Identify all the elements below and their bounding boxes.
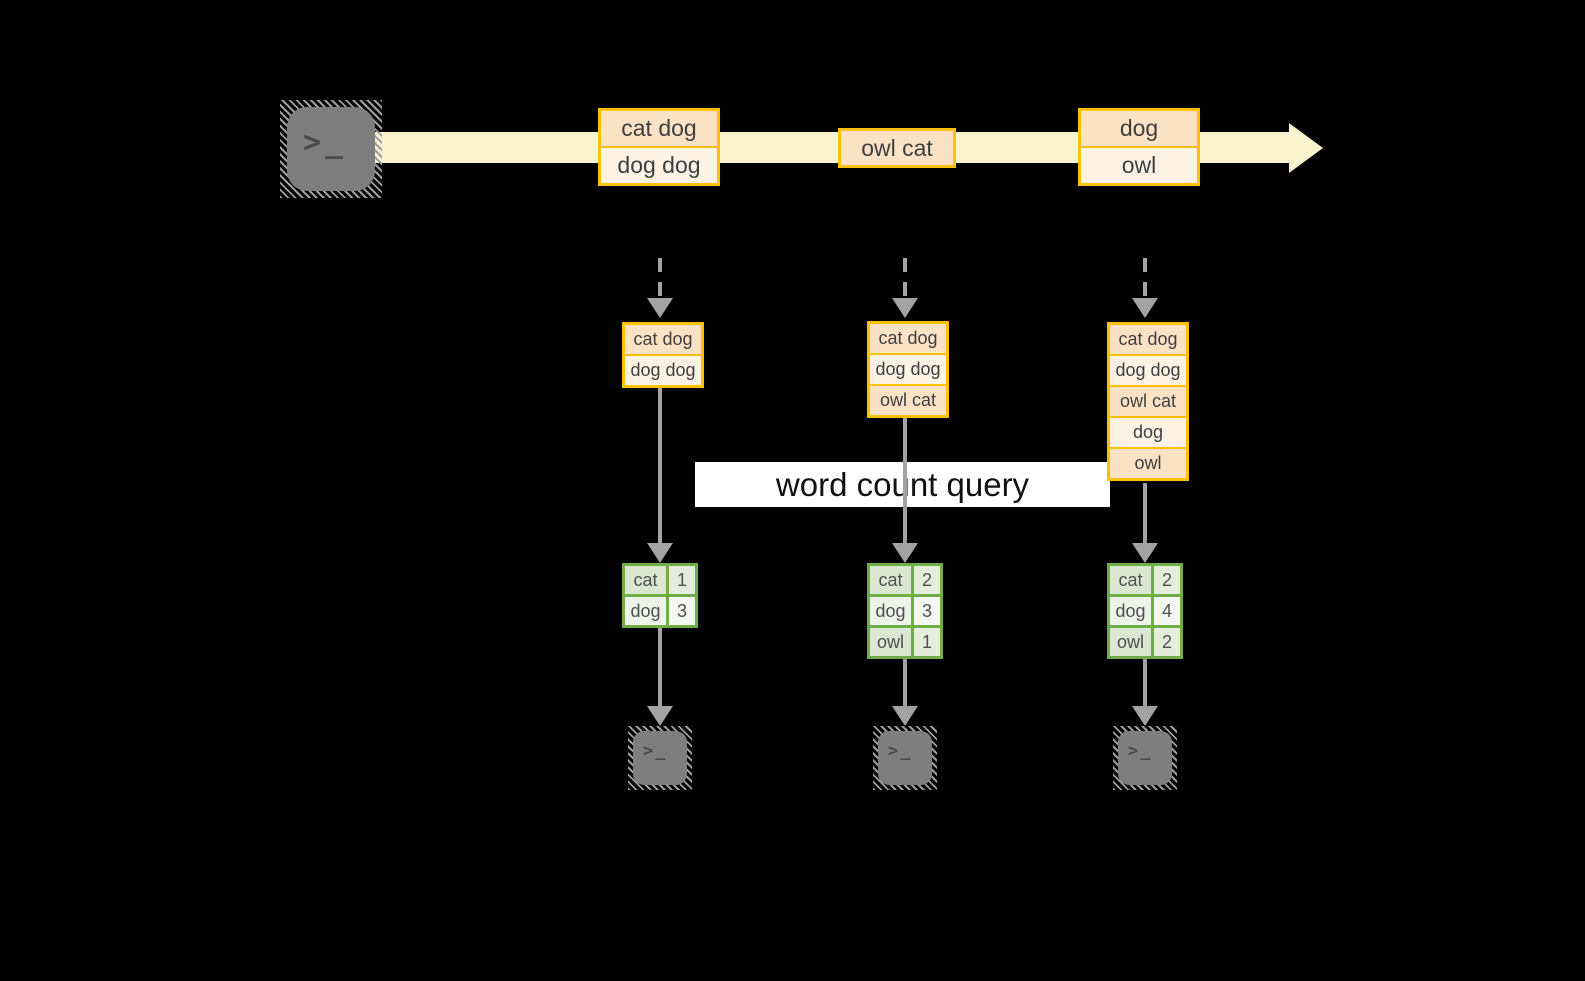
- terminal-sink-body: >_: [633, 731, 687, 785]
- count-cell: 2: [914, 566, 940, 594]
- batch-line: owl cat: [841, 131, 953, 165]
- timeline-batch-1: cat dog dog dog: [598, 108, 720, 186]
- count-cell: 1: [914, 628, 940, 656]
- query-label: word count query: [775, 465, 1030, 503]
- query-arrow-line-1: [658, 388, 662, 545]
- word-cell: cat: [1110, 566, 1151, 594]
- buffer-line: cat dog: [870, 324, 946, 353]
- word-cell: owl: [1110, 628, 1151, 656]
- terminal-sink-icon-2: >_: [873, 726, 937, 790]
- word-cell: cat: [870, 566, 911, 594]
- terminal-sink-body: >_: [1118, 731, 1172, 785]
- input-buffer-3: cat dog dog dog owl cat dog owl: [1107, 322, 1189, 481]
- timeline-batch-2: owl cat: [838, 128, 956, 168]
- output-arrowhead-icon-1: [647, 706, 673, 726]
- terminal-sink-icon-1: >_: [628, 726, 692, 790]
- wordcount-table-3: cat 2 dog 4 owl 2: [1107, 563, 1183, 659]
- terminal-prompt-glyph: >_: [888, 741, 913, 761]
- timeline-batch-3: dog owl: [1078, 108, 1200, 186]
- input-buffer-1: cat dog dog dog: [622, 322, 704, 388]
- query-label-band: word count query: [695, 462, 1110, 507]
- batch-line: cat dog: [601, 111, 717, 146]
- ingest-arrow-line-2: [903, 258, 907, 300]
- buffer-line: owl: [1110, 449, 1186, 478]
- buffer-line: dog dog: [870, 355, 946, 384]
- batch-line: dog: [1081, 111, 1197, 146]
- buffer-line: cat dog: [1110, 325, 1186, 354]
- input-buffer-2: cat dog dog dog owl cat: [867, 321, 949, 418]
- terminal-sink-icon-3: >_: [1113, 726, 1177, 790]
- terminal-prompt-glyph: >_: [643, 741, 668, 761]
- output-arrowhead-icon-3: [1132, 706, 1158, 726]
- output-arrow-line-2: [903, 659, 907, 708]
- output-arrow-line-1: [658, 628, 662, 708]
- terminal-source-icon: >_: [280, 100, 382, 198]
- terminal-source-body: >_: [287, 107, 375, 191]
- ingest-arrow-line-1: [658, 258, 662, 300]
- terminal-sink-body: >_: [878, 731, 932, 785]
- count-cell: 3: [669, 597, 695, 625]
- buffer-line: owl cat: [1110, 387, 1186, 416]
- word-cell: dog: [1110, 597, 1151, 625]
- output-arrowhead-icon-2: [892, 706, 918, 726]
- word-cell: owl: [870, 628, 911, 656]
- ingest-arrowhead-icon-1: [647, 298, 673, 318]
- batch-line: dog dog: [601, 148, 717, 183]
- buffer-line: dog dog: [625, 356, 701, 385]
- count-cell: 3: [914, 597, 940, 625]
- ingest-arrow-line-3: [1143, 258, 1147, 300]
- word-cell: dog: [625, 597, 666, 625]
- buffer-line: cat dog: [625, 325, 701, 354]
- count-cell: 4: [1154, 597, 1180, 625]
- query-arrowhead-icon-1: [647, 543, 673, 563]
- wordcount-table-1: cat 1 dog 3: [622, 563, 698, 628]
- batch-line: owl: [1081, 148, 1197, 183]
- terminal-prompt-glyph: >_: [303, 125, 348, 160]
- terminal-prompt-glyph: >_: [1128, 741, 1153, 761]
- ingest-arrowhead-icon-3: [1132, 298, 1158, 318]
- word-cell: dog: [870, 597, 911, 625]
- stream-timeline-arrowhead-icon: [1289, 123, 1323, 173]
- count-cell: 2: [1154, 628, 1180, 656]
- query-arrowhead-icon-3: [1132, 543, 1158, 563]
- query-arrow-line-3: [1143, 483, 1147, 545]
- query-arrowhead-icon-2: [892, 543, 918, 563]
- word-cell: cat: [625, 566, 666, 594]
- count-cell: 2: [1154, 566, 1180, 594]
- buffer-line: owl cat: [870, 386, 946, 415]
- buffer-line: dog: [1110, 418, 1186, 447]
- query-arrow-line-2: [903, 418, 907, 545]
- buffer-line: dog dog: [1110, 356, 1186, 385]
- wordcount-table-2: cat 2 dog 3 owl 1: [867, 563, 943, 659]
- count-cell: 1: [669, 566, 695, 594]
- ingest-arrowhead-icon-2: [892, 298, 918, 318]
- output-arrow-line-3: [1143, 659, 1147, 708]
